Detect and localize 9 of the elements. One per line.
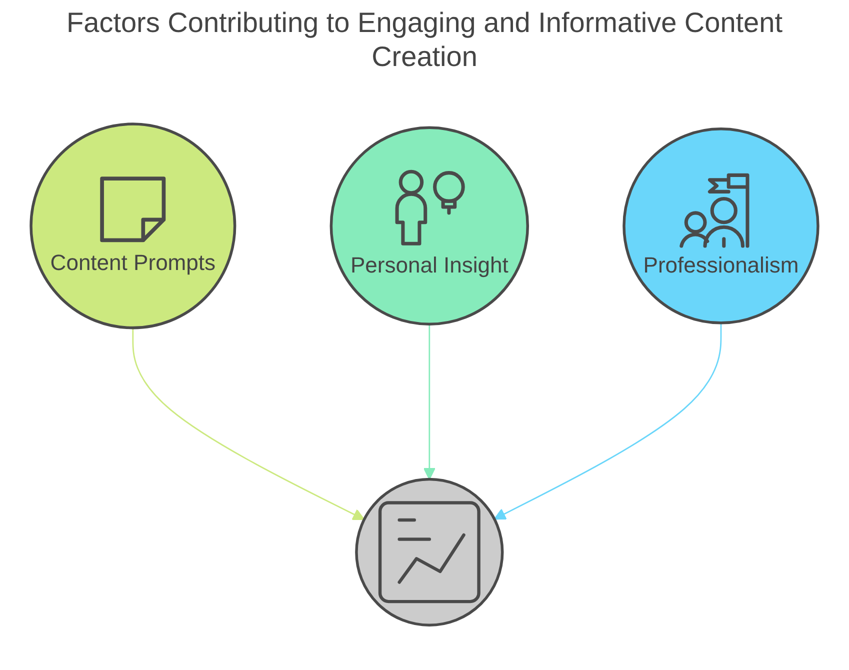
arrow	[494, 323, 722, 520]
arrow	[132, 328, 365, 520]
node-circle	[355, 478, 504, 627]
arrow	[423, 324, 436, 480]
node-circle	[30, 123, 236, 330]
diagram-title: Factors Contributing to Engaging and Informative Content Creation	[66, 6, 784, 74]
node-circle	[622, 128, 820, 325]
node-circle	[330, 126, 530, 326]
flowchart: Content Prompts Personal Insight Professionalism	[20, 113, 829, 637]
